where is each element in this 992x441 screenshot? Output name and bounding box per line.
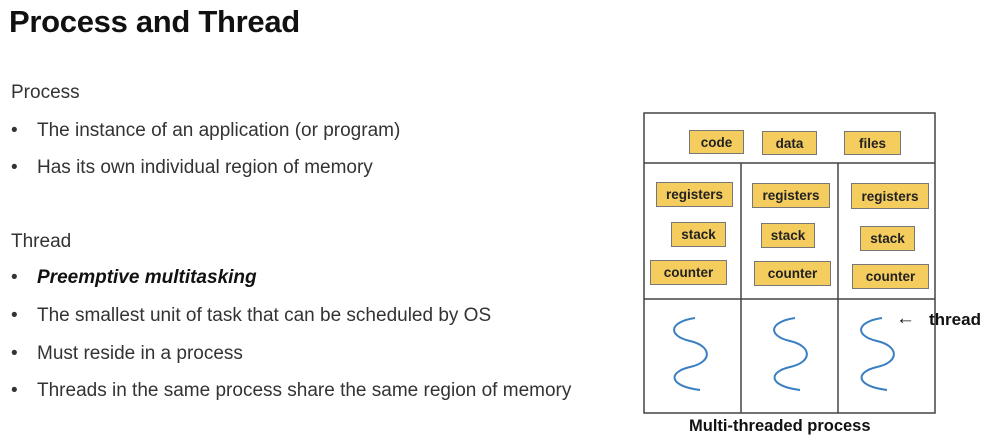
bullet-dot: • — [11, 380, 18, 401]
code-box: code — [689, 130, 744, 154]
bullet-text: The instance of an application (or progr… — [37, 120, 401, 141]
bullet-text: Must reside in a process — [37, 343, 243, 364]
bullet-text: Has its own individual region of memory — [37, 157, 373, 178]
counter-box: counter — [650, 260, 727, 285]
bullet-text: Threads in the same process share the sa… — [37, 380, 572, 401]
bullet-dot: • — [11, 343, 18, 364]
stack-box: stack — [761, 223, 815, 248]
bullet-dot: • — [11, 305, 18, 326]
bullet-text-emphasis: Preemptive multitasking — [37, 267, 257, 288]
thread-squiggle — [860, 317, 895, 391]
registers-box: registers — [656, 182, 733, 207]
counter-box: counter — [852, 264, 929, 289]
thread-heading: Thread — [11, 231, 72, 252]
thread-squiggle — [773, 317, 808, 391]
arrow-left-icon: ← — [896, 308, 915, 329]
data-box: data — [762, 131, 817, 155]
process-heading: Process — [11, 82, 80, 103]
bullet-dot: • — [11, 267, 18, 288]
registers-box: registers — [752, 183, 830, 208]
counter-box: counter — [754, 261, 831, 286]
process-outline — [643, 112, 936, 414]
bullet-dot: • — [11, 157, 18, 178]
thread-label: thread — [929, 310, 981, 329]
stack-box: stack — [671, 222, 726, 247]
bullet-text: The smallest unit of task that can be sc… — [37, 305, 492, 326]
registers-box: registers — [851, 183, 929, 209]
bullet-dot: • — [11, 120, 18, 141]
thread-squiggle — [673, 317, 708, 391]
diagram-caption: Multi-threaded process — [689, 417, 871, 435]
page-title: Process and Thread — [9, 4, 300, 39]
files-box: files — [844, 131, 901, 155]
stack-box: stack — [860, 226, 915, 251]
